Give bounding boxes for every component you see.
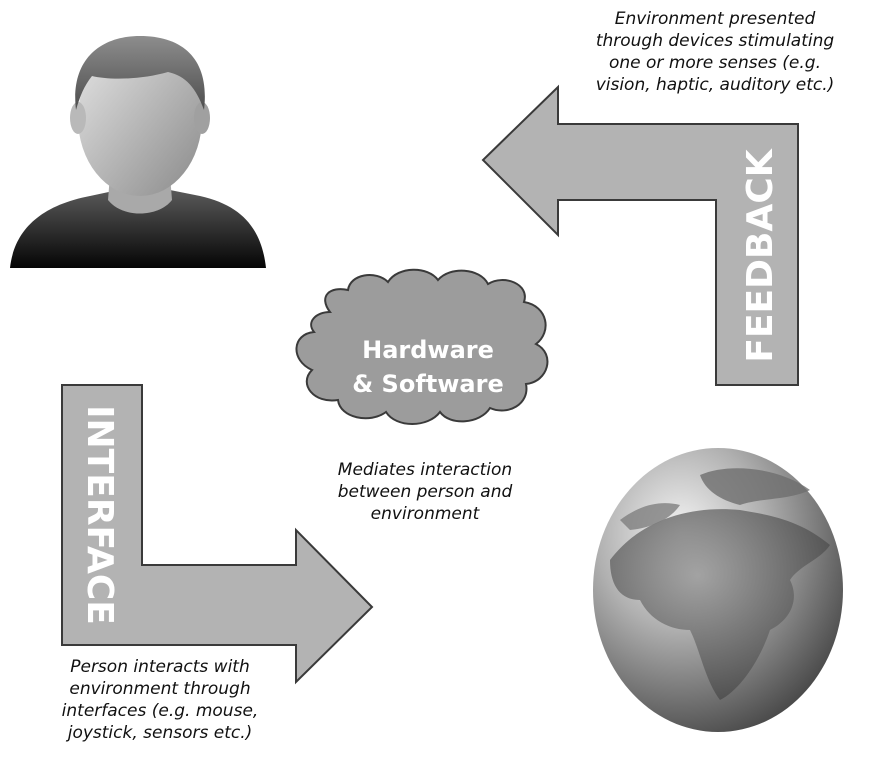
feedback-label: FEEDBACK: [740, 148, 781, 362]
feedback-caption-line: through devices stimulating: [595, 31, 835, 51]
feedback-caption-line: vision, haptic, auditory etc.): [595, 75, 835, 95]
interface-caption: Person interacts with environment throug…: [40, 656, 280, 744]
feedback-arrow: FEEDBACK: [481, 84, 799, 386]
feedback-caption-line: Environment presented: [614, 9, 816, 29]
mediates-caption: Mediates interaction between person and …: [305, 459, 545, 525]
feedback-caption-line: one or more senses (e.g.: [608, 53, 821, 73]
mediates-caption-line: environment: [370, 504, 480, 524]
interface-caption-line: environment through: [69, 679, 251, 699]
interface-label: INTERFACE: [79, 405, 120, 625]
cloud-line-2: & Software: [352, 370, 503, 398]
mediates-caption-line: between person and: [337, 482, 513, 502]
interface-caption-line: Person interacts with: [70, 657, 250, 677]
feedback-caption: Environment presented through devices st…: [570, 8, 860, 96]
mediates-caption-line: Mediates interaction: [337, 460, 513, 480]
cloud-line-1: Hardware: [362, 336, 494, 364]
interface-caption-line: interfaces (e.g. mouse,: [61, 701, 259, 721]
globe-icon: [593, 448, 843, 732]
hardware-software-cloud: Hardware & Software: [295, 268, 549, 425]
interface-caption-line: joystick, sensors etc.): [67, 723, 253, 743]
person-silhouette-icon: [10, 36, 266, 268]
interface-arrow: INTERFACE: [61, 384, 374, 685]
